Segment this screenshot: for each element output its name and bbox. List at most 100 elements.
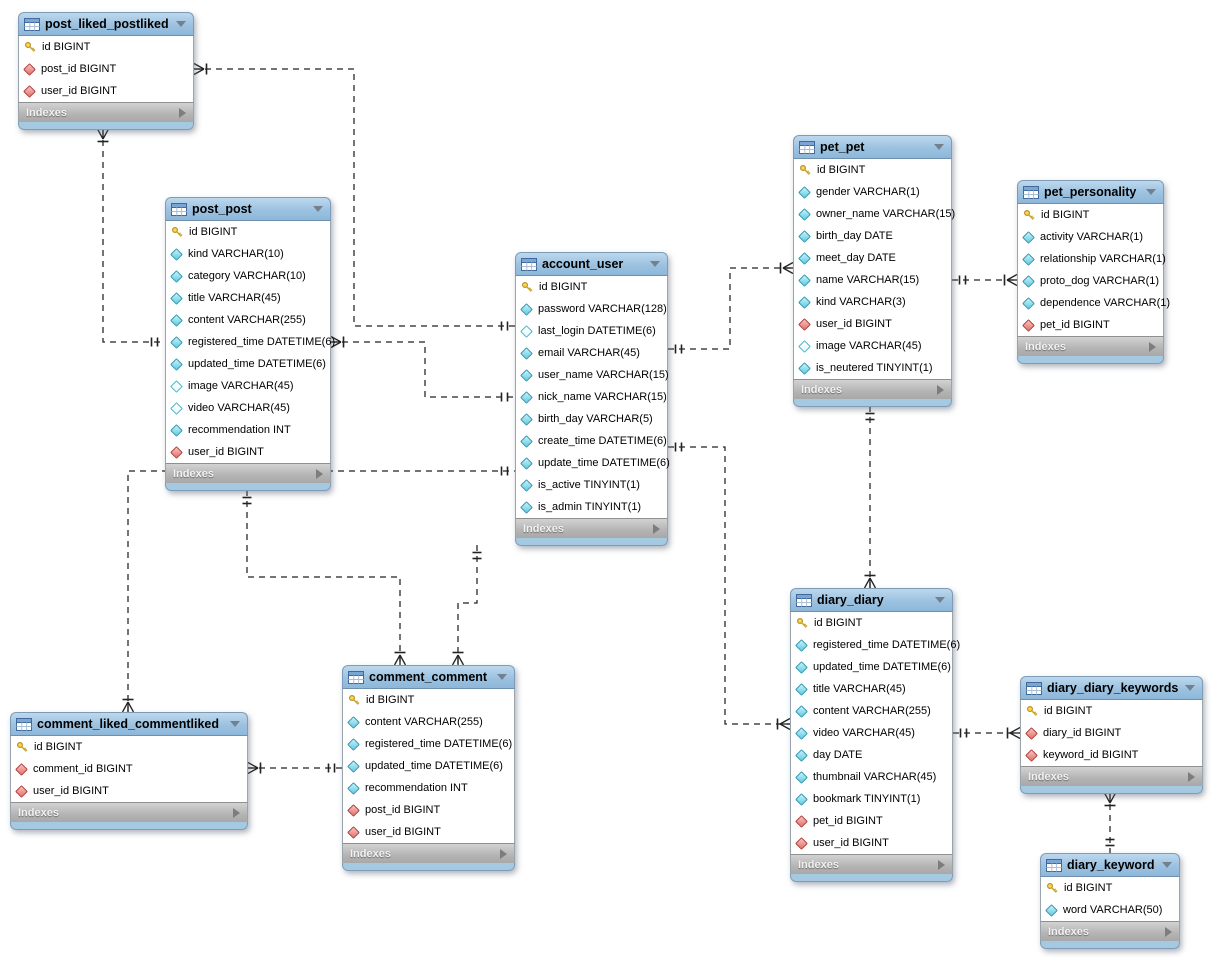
column-row-pet_pet[interactable]: owner_name VARCHAR(15) [794,203,955,225]
expand-indexes-icon[interactable] [937,384,944,395]
column-row-pet_pet[interactable]: meet_day DATE [794,247,951,269]
column-row-diary_diary[interactable]: registered_time DATETIME(6) [791,634,960,656]
indexes-row-post_post[interactable]: Indexes [165,463,331,483]
relationship-post_liked_postliked-account_user[interactable] [194,68,515,327]
column-row-account_user[interactable]: user_name VARCHAR(15) [516,364,669,386]
relationship-post_post-account_user-crowfoot[interactable] [330,341,342,349]
table-header-diary_diary[interactable]: diary_diary [790,588,953,612]
indexes-row-comment_liked_commentliked[interactable]: Indexes [10,802,248,822]
column-row-post_liked_postliked[interactable]: post_id BIGINT [19,58,193,80]
expand-indexes-icon[interactable] [1165,926,1172,937]
relationship-diary_diary-diary_diary_keywords-crowfoot[interactable] [1009,726,1021,734]
indexes-row-pet_pet[interactable]: Indexes [793,379,952,399]
column-row-comment_comment[interactable]: registered_time DATETIME(6) [343,733,514,755]
column-row-comment_comment[interactable]: updated_time DATETIME(6) [343,755,514,777]
column-row-diary_diary[interactable]: thumbnail VARCHAR(45) [791,766,952,788]
column-row-pet_personality[interactable]: activity VARCHAR(1) [1018,226,1163,248]
column-row-post_post[interactable]: recommendation INT [166,419,330,441]
column-row-diary_keyword[interactable]: id BIGINT [1041,877,1179,899]
relationship-post_post-comment_comment[interactable] [246,490,401,665]
column-row-post_post[interactable]: id BIGINT [166,221,330,243]
relationship-pet_pet-diary_diary-crowfoot[interactable] [869,577,877,589]
column-row-pet_pet[interactable]: user_id BIGINT [794,313,951,335]
column-row-diary_diary[interactable]: video VARCHAR(45) [791,722,952,744]
collapse-arrow-icon[interactable] [1162,862,1172,868]
table-header-diary_diary_keywords[interactable]: diary_diary_keywords [1020,676,1203,700]
column-row-comment_comment[interactable]: content VARCHAR(255) [343,711,514,733]
relationship-account_user-diary_diary[interactable] [668,446,790,725]
indexes-row-diary_keyword[interactable]: Indexes [1040,921,1180,941]
column-row-diary_diary[interactable]: updated_time DATETIME(6) [791,656,952,678]
column-row-post_liked_postliked[interactable]: user_id BIGINT [19,80,193,102]
column-row-post_post[interactable]: category VARCHAR(10) [166,265,330,287]
relationship-diary_diary-diary_diary_keywords-crowfoot[interactable] [1009,732,1021,740]
column-row-comment_comment[interactable]: user_id BIGINT [343,821,514,843]
relationship-post_post-account_user[interactable] [331,341,515,398]
relationship-account_user-pet_pet-crowfoot[interactable] [782,261,794,269]
collapse-arrow-icon[interactable] [497,674,507,680]
expand-indexes-icon[interactable] [1149,341,1156,352]
column-row-diary_diary_keywords[interactable]: diary_id BIGINT [1021,722,1202,744]
column-row-pet_pet[interactable]: kind VARCHAR(3) [794,291,951,313]
column-row-diary_diary_keywords[interactable]: keyword_id BIGINT [1021,744,1202,766]
relationship-comment_liked-comment_comment-crowfoot[interactable] [247,767,259,775]
relationship-post_liked_postliked-account_user-crowfoot[interactable] [193,62,205,70]
expand-indexes-icon[interactable] [653,523,660,534]
column-row-account_user[interactable]: email VARCHAR(45) [516,342,667,364]
relationship-account_user-comment_comment[interactable] [457,545,478,665]
column-row-account_user[interactable]: password VARCHAR(128) [516,298,667,320]
column-row-diary_diary[interactable]: content VARCHAR(255) [791,700,952,722]
expand-indexes-icon[interactable] [500,848,507,859]
column-row-account_user[interactable]: last_login DATETIME(6) [516,320,667,342]
relationship-post_post-comment_comment-crowfoot[interactable] [399,654,407,666]
column-row-diary_diary[interactable]: day DATE [791,744,952,766]
table-header-post_post[interactable]: post_post [165,197,331,221]
column-row-post_post[interactable]: user_id BIGINT [166,441,330,463]
relationship-post_post-account_user-crowfoot[interactable] [330,335,342,343]
relationship-pet_pet-diary_diary-crowfoot[interactable] [863,577,871,589]
collapse-arrow-icon[interactable] [650,261,660,267]
column-row-pet_pet[interactable]: id BIGINT [794,159,951,181]
expand-indexes-icon[interactable] [938,859,945,870]
column-row-pet_personality[interactable]: proto_dog VARCHAR(1) [1018,270,1163,292]
column-row-post_post[interactable]: content VARCHAR(255) [166,309,330,331]
column-row-pet_personality[interactable]: pet_id BIGINT [1018,314,1163,336]
column-row-post_post[interactable]: title VARCHAR(45) [166,287,330,309]
column-row-pet_pet[interactable]: gender VARCHAR(1) [794,181,951,203]
column-row-pet_pet[interactable]: is_neutered TINYINT(1) [794,357,951,379]
column-row-post_post[interactable]: registered_time DATETIME(6) [166,331,335,353]
relationship-post_liked_postliked-post_post-crowfoot[interactable] [96,128,104,140]
indexes-row-post_liked_postliked[interactable]: Indexes [18,102,194,122]
expand-indexes-icon[interactable] [179,107,186,118]
relationship-comment_liked-account_user-crowfoot[interactable] [121,701,129,713]
expand-indexes-icon[interactable] [1188,771,1195,782]
expand-indexes-icon[interactable] [316,468,323,479]
relationship-comment_liked-comment_comment-crowfoot[interactable] [247,761,259,769]
column-row-account_user[interactable]: create_time DATETIME(6) [516,430,667,452]
relationship-diary_diary_keywords-diary_keyword-crowfoot[interactable] [1103,792,1111,804]
relationship-account_user-pet_pet[interactable] [668,267,793,350]
relationship-post_liked_postliked-post_post[interactable] [102,129,165,343]
column-row-comment_liked_commentliked[interactable]: id BIGINT [11,736,247,758]
relationship-diary_diary_keywords-diary_keyword-crowfoot[interactable] [1109,792,1117,804]
indexes-row-comment_comment[interactable]: Indexes [342,843,515,863]
collapse-arrow-icon[interactable] [1146,189,1156,195]
column-row-account_user[interactable]: update_time DATETIME(6) [516,452,670,474]
column-row-diary_diary[interactable]: pet_id BIGINT [791,810,952,832]
table-header-pet_pet[interactable]: pet_pet [793,135,952,159]
column-row-account_user[interactable]: nick_name VARCHAR(15) [516,386,667,408]
expand-indexes-icon[interactable] [233,807,240,818]
column-row-post_post[interactable]: video VARCHAR(45) [166,397,330,419]
column-row-diary_diary_keywords[interactable]: id BIGINT [1021,700,1202,722]
relationship-account_user-comment_comment-crowfoot[interactable] [457,654,465,666]
column-row-post_post[interactable]: kind VARCHAR(10) [166,243,330,265]
column-row-pet_pet[interactable]: image VARCHAR(45) [794,335,951,357]
column-row-diary_diary[interactable]: title VARCHAR(45) [791,678,952,700]
collapse-arrow-icon[interactable] [176,21,186,27]
